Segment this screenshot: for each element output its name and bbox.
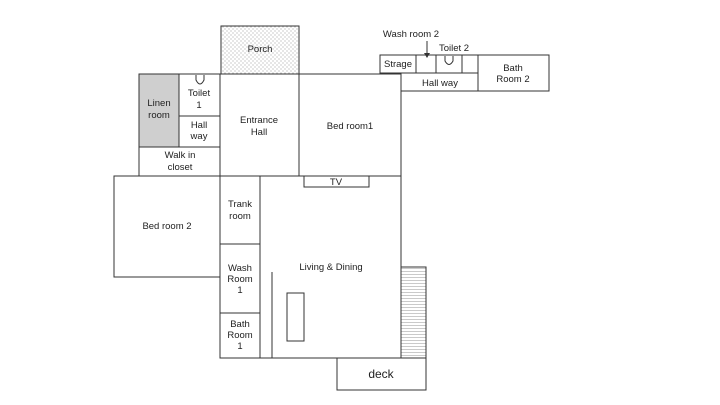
toilet-1-label-2: 1 [196, 100, 201, 111]
hallway-1-label-1: Hall [191, 120, 207, 131]
bed-room-2-label: Bed room 2 [142, 221, 191, 232]
bath-room-1-label-2: Room [227, 330, 252, 341]
deck [336, 357, 427, 391]
toilet-1-fixture-icon [195, 75, 205, 85]
trank-room [219, 175, 261, 245]
entrance-hall-label-2: Hall [251, 127, 267, 138]
terrace-strip [400, 266, 427, 359]
porch-label: Porch [248, 44, 273, 55]
bed-room-1 [298, 73, 402, 177]
wash-room-1-label-2: Room [227, 274, 252, 285]
wash-room-1-label-3: 1 [237, 285, 242, 296]
wash-room-2-arrow-icon [424, 53, 430, 58]
strage-label: Strage [384, 59, 412, 70]
wash-room-1 [219, 243, 261, 314]
toilet-2-label: Toilet 2 [439, 43, 469, 54]
porch-area [220, 25, 300, 75]
living-dining [259, 175, 402, 359]
bath-room-1-label-3: 1 [237, 341, 242, 352]
bed-room-2 [113, 175, 221, 278]
tv-label: TV [330, 177, 343, 188]
deck-label: deck [368, 367, 394, 381]
wash-room-1-label-1: Wash [228, 263, 252, 274]
wash-room-2-label: Wash room 2 [383, 29, 439, 40]
dining-table [286, 292, 305, 342]
linen-room-label-2: room [148, 110, 170, 121]
living-dining-label: Living & Dining [299, 262, 362, 273]
linen-room [138, 73, 180, 148]
walk-in-closet-label-2: closet [168, 162, 193, 173]
bed-room-1-label: Bed room1 [327, 121, 373, 132]
toilet-2-fixture-icon [444, 56, 454, 65]
bath-room-2-label-1: Bath [503, 63, 523, 74]
hallway-1-label-2: way [190, 131, 208, 142]
entrance-hall [219, 73, 300, 177]
bath-room-1-label-1: Bath [230, 319, 250, 330]
bath-room-2 [477, 54, 550, 92]
trank-room-label-1: Trank [228, 199, 252, 210]
walk-in-closet-label-1: Walk in [165, 150, 196, 161]
bath-room-2-label-2: Room 2 [496, 74, 529, 85]
linen-room-label-1: Linen [147, 98, 170, 109]
bath-room-1 [219, 312, 261, 359]
tv-unit [303, 175, 370, 188]
toilet-1-label-1: Toilet [188, 88, 211, 99]
hallway-2-label: Hall way [422, 78, 458, 89]
entrance-hall-label-1: Entrance [240, 115, 278, 126]
trank-room-label-2: room [229, 211, 251, 222]
